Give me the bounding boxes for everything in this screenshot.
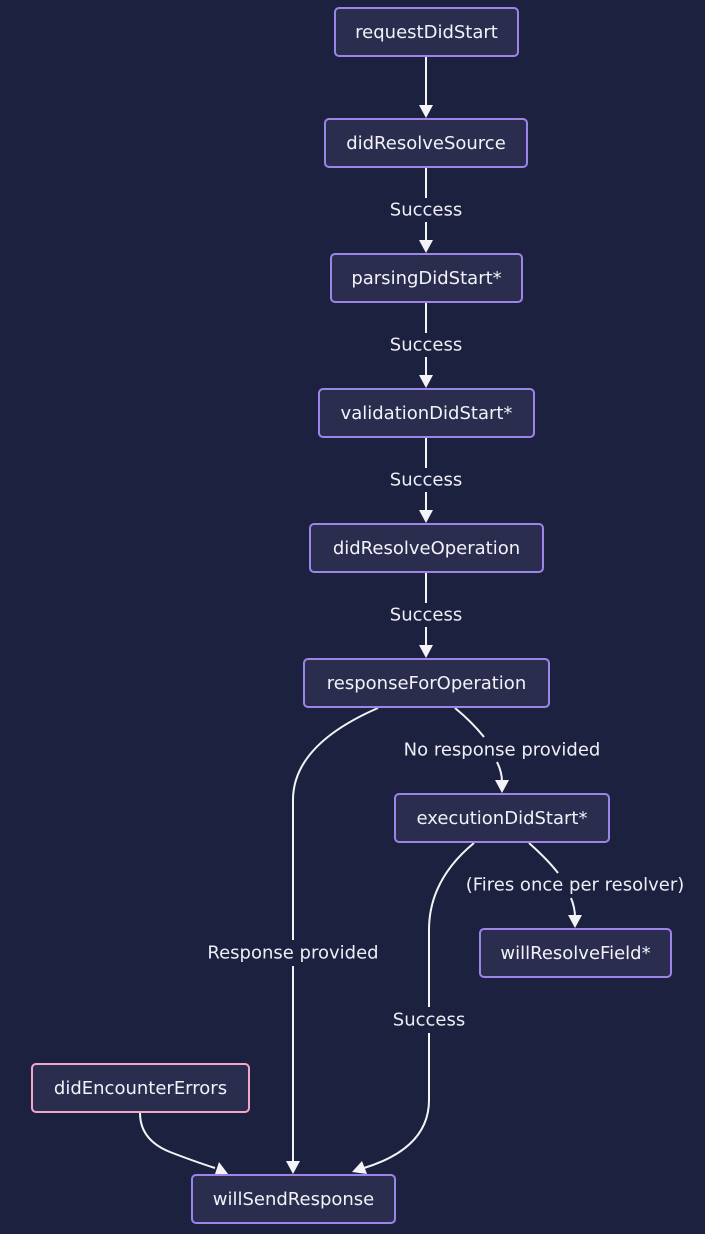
edge-line — [363, 842, 475, 1169]
edge-line — [139, 1112, 216, 1169]
node-validation-did-start: validationDidStart* — [318, 388, 535, 438]
edge-label: Success — [390, 605, 462, 626]
arrowhead — [568, 915, 582, 928]
node-did-encounter-errors: didEncounterErrors — [31, 1063, 250, 1113]
edge-label: Success — [390, 335, 462, 356]
arrowhead — [495, 780, 509, 793]
edge-label: Success — [393, 1010, 465, 1031]
arrowhead — [419, 105, 433, 118]
edge-executiondidstart-to-willresolvefield: (Fires once per resolver) — [466, 842, 685, 928]
edge-responseforoperation-to-willsendresponse: Response provided — [207, 707, 379, 1174]
edge-didresolveoperation-to-responseforoperation: Success — [390, 573, 462, 658]
arrowhead — [215, 1162, 228, 1174]
edge-label: Success — [390, 470, 462, 491]
arrowhead — [419, 375, 433, 388]
edge-label: No response provided — [404, 740, 601, 761]
edge-label: Success — [390, 200, 462, 221]
edge-didencountererrors-to-willsendresponse — [139, 1112, 228, 1174]
node-did-resolve-operation: didResolveOperation — [309, 523, 544, 573]
edge-requestdidstart-to-didresolvesource — [419, 56, 433, 118]
edge-didresolvesource-to-parsingdidstart: Success — [390, 168, 462, 253]
edge-label: Response provided — [207, 943, 378, 964]
arrowhead — [419, 240, 433, 253]
edge-label: (Fires once per resolver) — [466, 875, 685, 896]
node-will-resolve-field: willResolveField* — [479, 928, 672, 978]
edge-validationdidstart-to-didresolveoperation: Success — [390, 438, 462, 523]
arrowhead — [419, 645, 433, 658]
arrowhead — [286, 1161, 300, 1174]
node-response-for-operation: responseForOperation — [303, 658, 550, 708]
arrowhead — [419, 510, 433, 523]
edge-parsingdidstart-to-validationdidstart: Success — [390, 303, 462, 388]
arrowhead — [352, 1161, 367, 1174]
node-parsing-did-start: parsingDidStart* — [330, 253, 523, 303]
node-will-send-response: willSendResponse — [191, 1174, 396, 1224]
node-execution-did-start: executionDidStart* — [394, 793, 610, 843]
edge-executiondidstart-to-willsendresponse: Success — [352, 842, 475, 1174]
node-request-did-start: requestDidStart — [334, 7, 519, 57]
edge-responseforoperation-to-executiondidstart: No response provided — [404, 707, 601, 793]
edge-line — [292, 707, 379, 1163]
node-did-resolve-source: didResolveSource — [324, 118, 528, 168]
